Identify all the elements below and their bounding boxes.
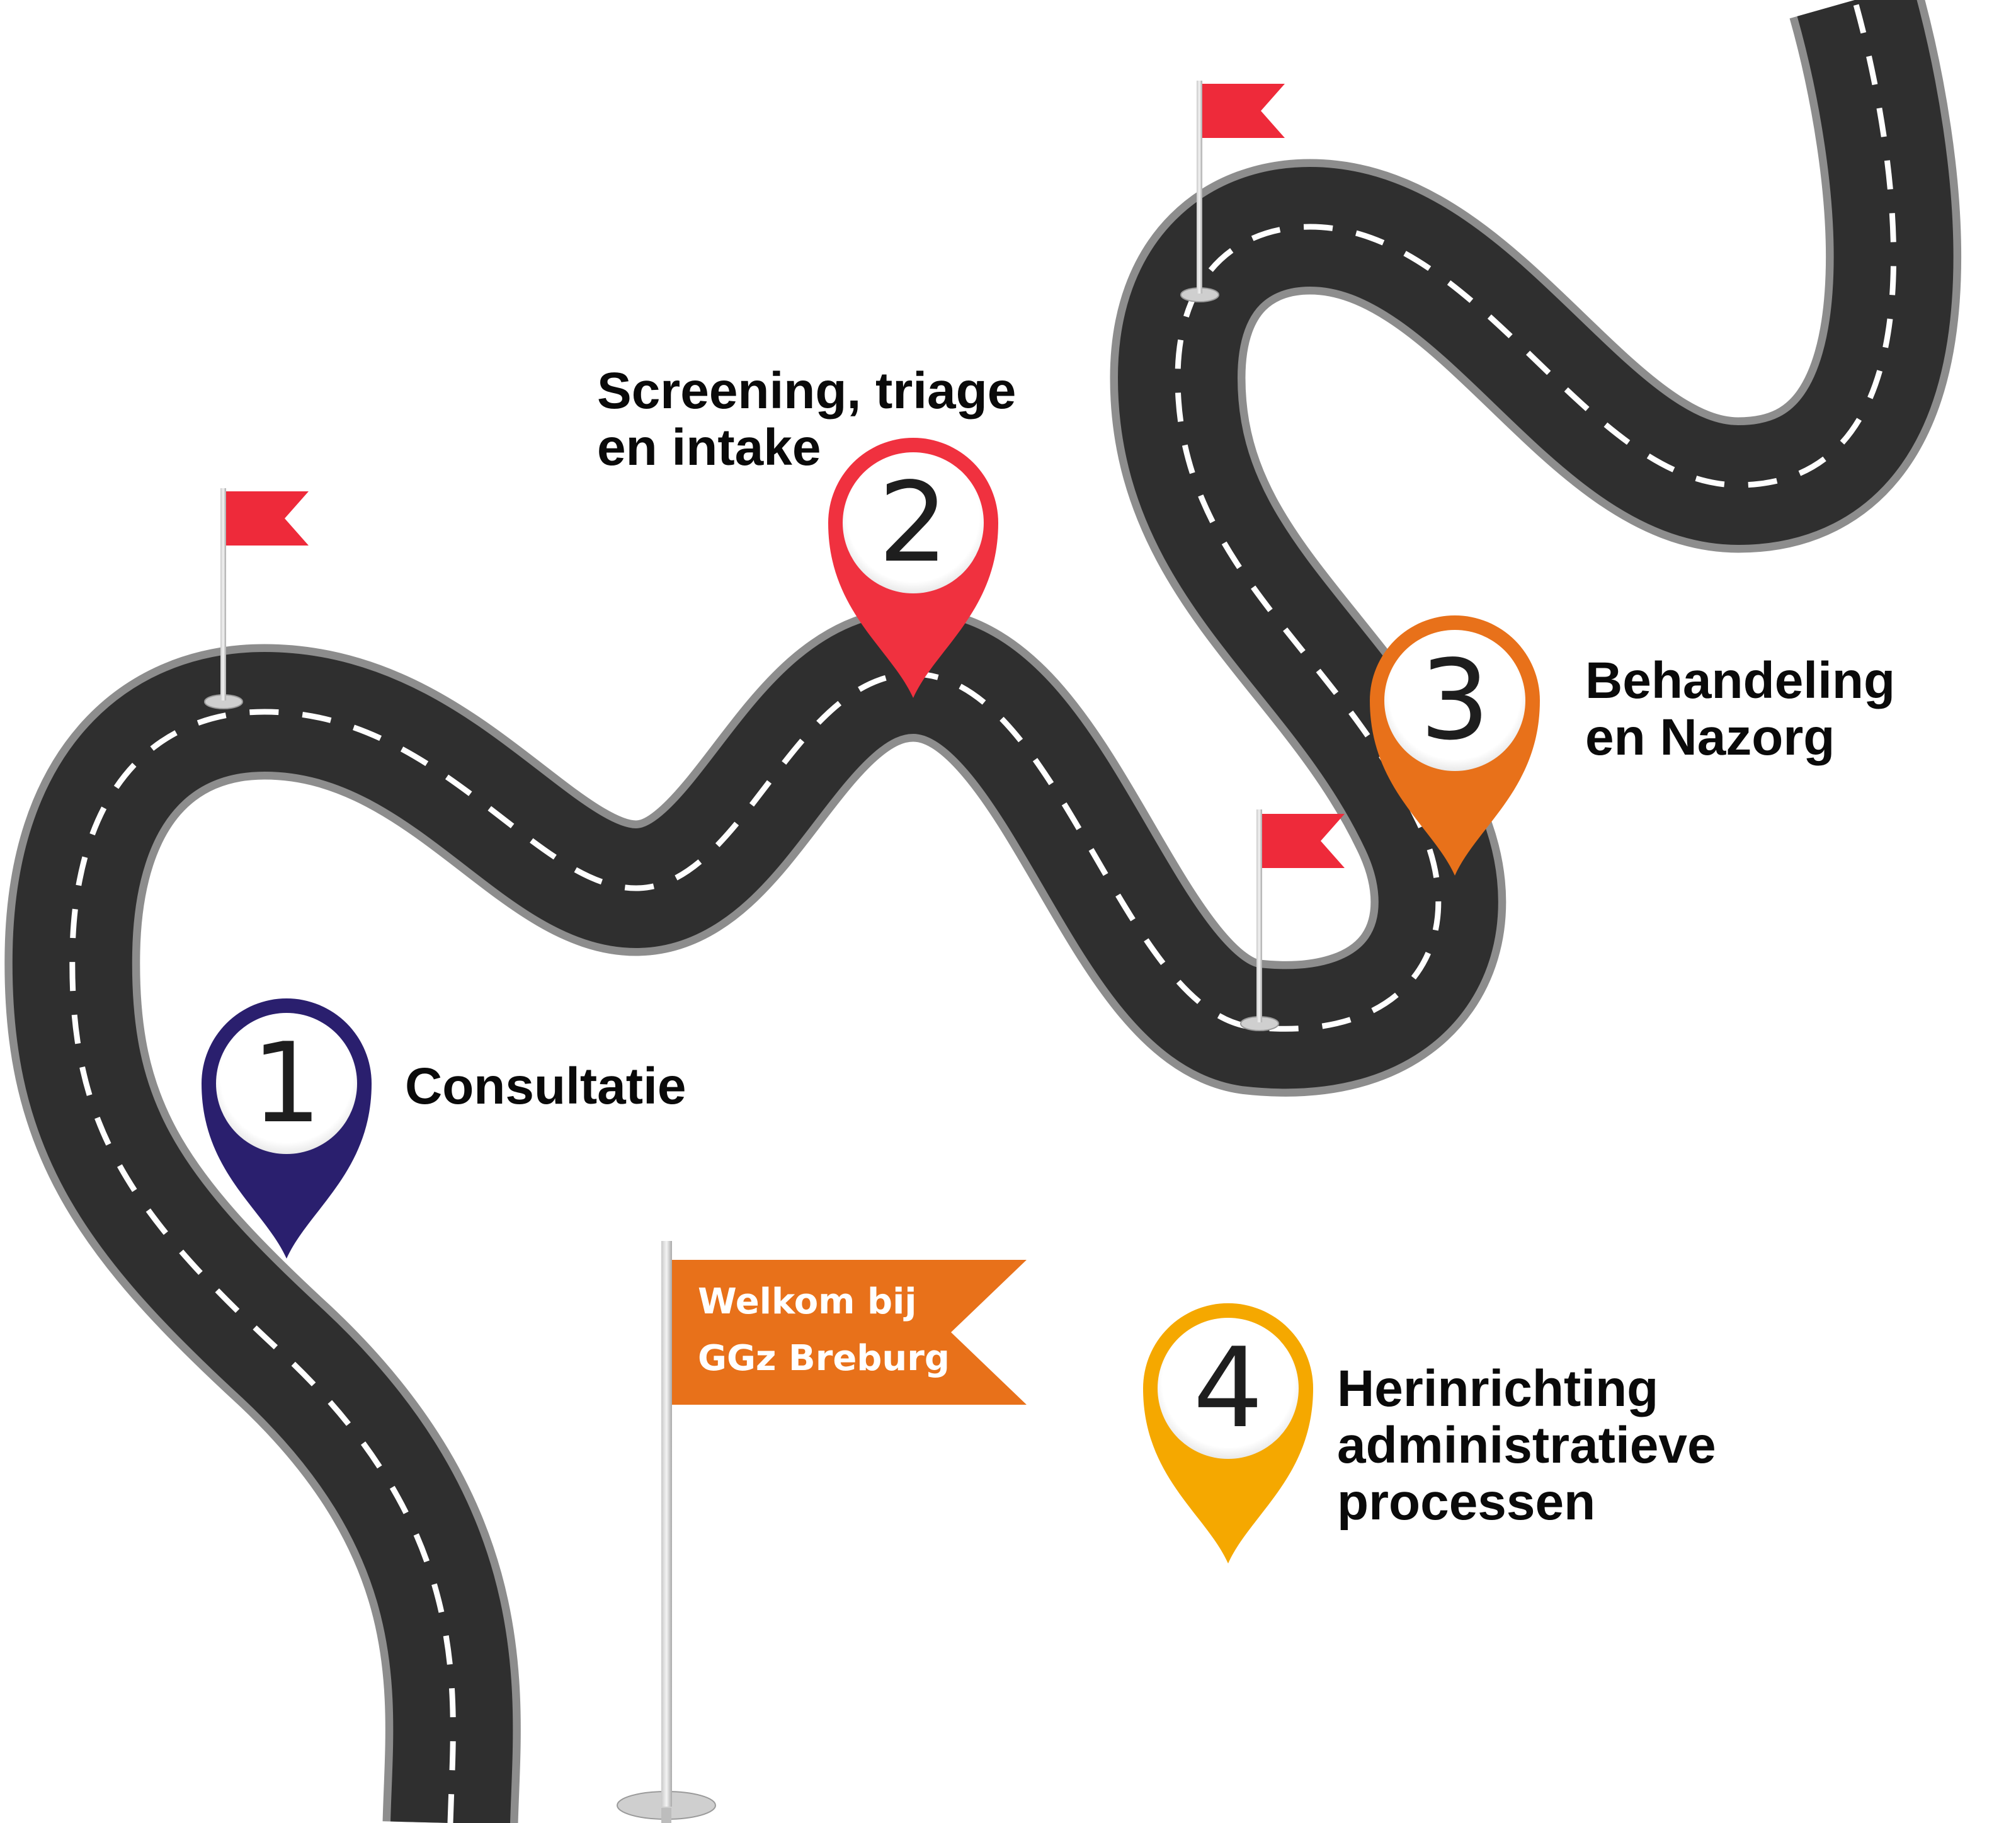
road-surface xyxy=(12,0,1954,1823)
step-1: 1 Consultatie xyxy=(202,998,686,1259)
step-label-1: Consultatie xyxy=(405,1058,686,1115)
step-label-4-line-3: processen xyxy=(1337,1473,1595,1531)
step-number-3: 3 xyxy=(1420,637,1489,765)
step-label-2-line-2: en intake xyxy=(597,419,821,476)
step-4: 4 Herinrichting administratieve processe… xyxy=(1142,1303,1716,1563)
welcome-banner xyxy=(672,1260,1027,1405)
step-3: 3 Behandeling en Nazorg xyxy=(1370,615,1895,876)
road-lane-markings xyxy=(69,0,1897,1823)
step-label-3-line-2: en Nazorg xyxy=(1585,709,1835,766)
step-number-1: 1 xyxy=(251,1020,321,1148)
milestone-flag-3 xyxy=(1240,809,1345,1031)
step-2: 2 Screening, triage en intake xyxy=(597,362,1016,698)
step-number-4: 4 xyxy=(1193,1325,1263,1453)
step-label-4-line-2: administratieve xyxy=(1337,1417,1716,1474)
road-edge xyxy=(4,0,1962,1823)
step-label-4-line-1: Herinrichting xyxy=(1337,1360,1658,1417)
winding-road xyxy=(4,0,1962,1823)
welcome-text-line-2: GGz Breburg xyxy=(698,1338,950,1379)
step-label-3-line-1: Behandeling xyxy=(1585,652,1895,709)
milestone-flag-1 xyxy=(204,488,309,709)
step-label-2-line-1: Screening, triage xyxy=(597,362,1016,420)
welcome-text-line-1: Welkom bij xyxy=(698,1281,916,1322)
step-number-2: 2 xyxy=(878,459,948,587)
milestone-flag-2 xyxy=(1180,81,1285,302)
welcome-flag: Welkom bij GGz Breburg xyxy=(617,1241,1027,1823)
